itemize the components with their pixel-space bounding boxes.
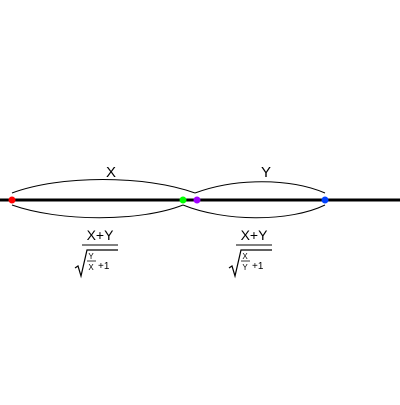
brace-x — [11, 179, 196, 194]
formula-right-plus-one: +1 — [252, 261, 264, 272]
label-x: X — [106, 164, 116, 181]
formula-right: X+Y X Y +1 — [228, 227, 272, 279]
label-y: Y — [261, 164, 271, 181]
point-green — [179, 196, 187, 204]
brace-y — [194, 181, 326, 194]
formula-right-radical — [228, 249, 272, 279]
brace-right-formula — [182, 204, 326, 219]
point-purple — [193, 196, 201, 204]
formula-left-inner-den: X — [88, 263, 94, 272]
point-red — [8, 196, 16, 204]
formula-left-numerator: X+Y — [87, 227, 115, 243]
formula-left-radical — [74, 249, 118, 279]
formula-right-numerator: X+Y — [241, 227, 269, 243]
brace-left-formula — [11, 204, 184, 219]
point-blue — [321, 196, 329, 204]
formula-left-plus-one: +1 — [98, 261, 110, 272]
formula-right-inner-den: Y — [242, 263, 248, 272]
formula-left: X+Y Y X +1 — [74, 227, 118, 279]
formula-right-inner-num: X — [242, 252, 248, 261]
formula-left-inner-num: Y — [88, 252, 94, 261]
